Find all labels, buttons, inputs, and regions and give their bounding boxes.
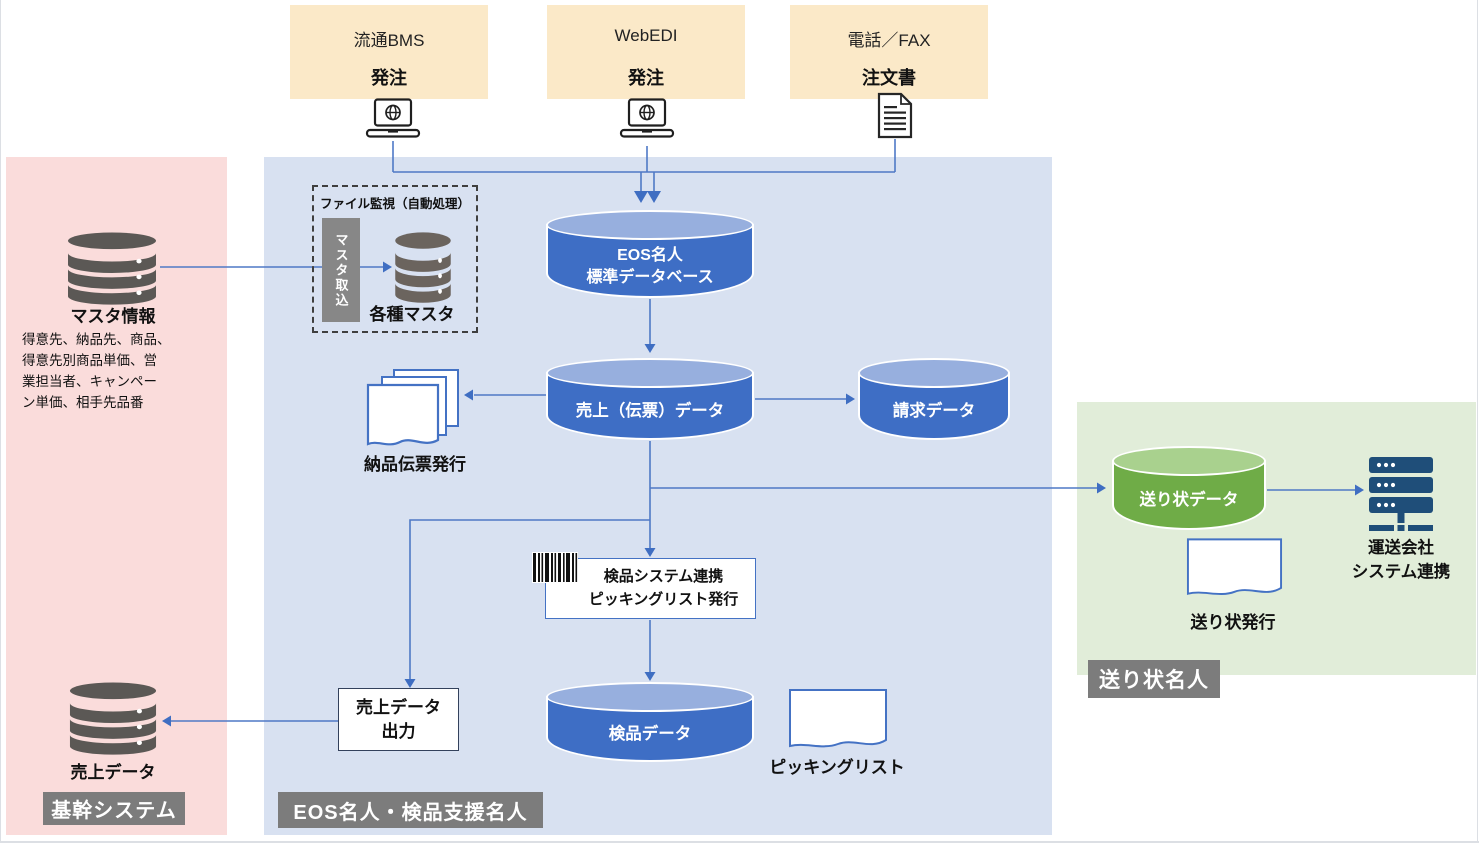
shipping-issue-document-icon: [1186, 536, 1283, 601]
eos-standard-database: EOS名人 標準データベース: [546, 210, 754, 298]
source-phone-fax-box: [790, 5, 988, 99]
laptop-globe-icon: [361, 98, 425, 142]
inspection-link-box: 検品システム連携 ピッキングリスト発行: [545, 558, 756, 619]
carrier-server-icon: [1369, 457, 1433, 531]
delivery-note-stack-icon: [362, 368, 464, 454]
frame-bottom: [0, 841, 1479, 843]
frame-right: [1477, 0, 1478, 843]
barcode-icon: [532, 552, 578, 583]
master-info-label: マスタ情報: [70, 307, 156, 326]
source-webedi-box: [547, 5, 745, 99]
core-system-badge: 基幹システム: [43, 792, 185, 825]
source-channel-label: WebEDI: [614, 26, 678, 45]
order-document-icon: [877, 92, 913, 139]
billing-data-db: 請求データ: [858, 358, 1010, 440]
sales-output-box: 売上データ 出力: [338, 688, 459, 751]
frame-left: [0, 0, 1, 843]
masters-database-icon: [394, 232, 452, 304]
shipping-system-badge: 送り状名人: [1088, 660, 1220, 698]
master-info-database-icon: [66, 232, 158, 306]
source-channel-label: 電話／FAX: [847, 31, 931, 50]
source-ryutsu-bms-box: [290, 5, 488, 99]
file-watch-title: ファイル監視（自動処理）: [319, 197, 470, 211]
carrier-label: 運送会社 システム連携: [1351, 539, 1451, 581]
sales-db-label: 売上データ: [70, 763, 156, 782]
source-type-label: 発注: [628, 68, 664, 88]
source-type-label: 注文書: [862, 68, 916, 88]
shipping-issue-label: 送り状発行: [1190, 613, 1276, 632]
delivery-note-label: 納品伝票発行: [364, 455, 466, 474]
inspection-data-db: 検品データ: [546, 682, 754, 762]
picking-list-document-icon: [787, 688, 889, 752]
master-info-detail: 得意先、納品先、商品、 得意先別商品単価、営 業担当者、キャンペー ン単価、相手…: [22, 332, 171, 410]
master-import-label: マスタ取込: [322, 218, 360, 322]
source-type-label: 発注: [371, 68, 407, 88]
file-watch-box: [312, 185, 478, 333]
sales-slip-data-db: 売上（伝票）データ: [546, 358, 754, 440]
laptop-globe-icon: [615, 98, 679, 142]
source-channel-label: 流通BMS: [353, 31, 425, 50]
sales-database-icon: [68, 682, 158, 756]
picking-list-label: ピッキングリスト: [769, 758, 905, 777]
masters-label: 各種マスタ: [369, 305, 455, 324]
eos-system-badge: EOS名人・検品支援名人: [278, 792, 543, 828]
shipping-label-data-db: 送り状データ: [1112, 446, 1266, 530]
